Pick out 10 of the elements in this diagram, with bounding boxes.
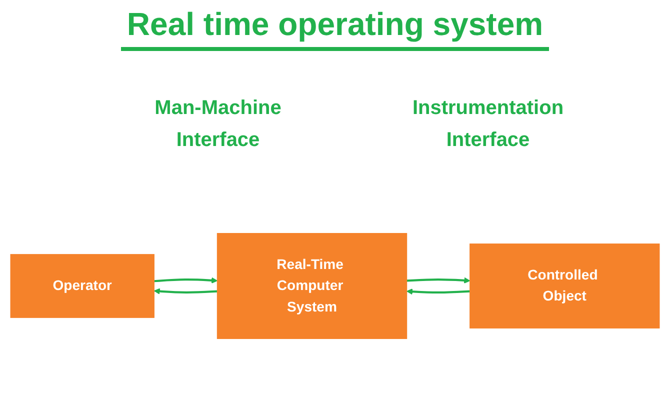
node-box: Real-Time Computer System <box>216 233 408 339</box>
arrow <box>154 288 218 294</box>
interface-label: Instrumentation Interface <box>411 96 565 153</box>
title: Real time operating system <box>120 6 550 51</box>
interface-label: Man-Machine Interface <box>154 96 282 153</box>
arrow <box>406 288 470 295</box>
node-box: Operator <box>10 254 154 318</box>
arrow <box>154 277 218 284</box>
node-box: Controlled Object <box>470 244 660 328</box>
arrow <box>406 277 470 284</box>
